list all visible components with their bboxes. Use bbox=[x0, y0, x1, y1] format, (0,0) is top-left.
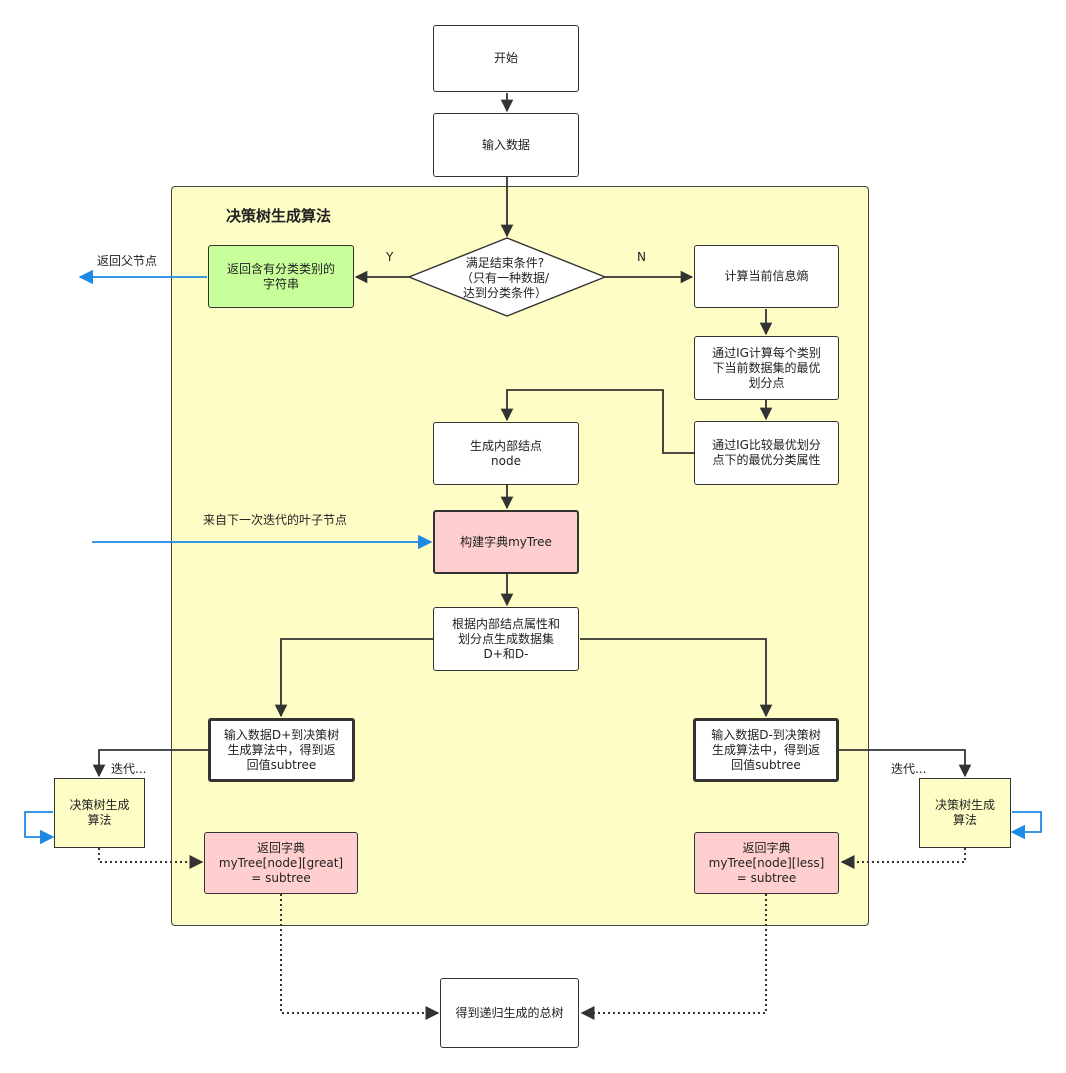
decision-node-text: 满足结束条件? （只有一种数据/ 达到分类条件） bbox=[460, 255, 550, 300]
input-data-node: 输入数据 bbox=[433, 113, 579, 177]
iterate-right-label: 迭代... bbox=[891, 762, 927, 776]
left-return-node: 返回字典 myTree[node][great] = subtree bbox=[204, 832, 358, 894]
left-algo-node: 决策树生成 算法 bbox=[54, 778, 145, 848]
from-next-leaf-label: 来自下一次迭代的叶子节点 bbox=[203, 513, 348, 527]
iterate-left-label: 迭代... bbox=[111, 762, 147, 776]
no-label: N bbox=[637, 250, 646, 264]
container-title: 决策树生成算法 bbox=[226, 207, 332, 225]
return-leaf-node: 返回含有分类类别的 字符串 bbox=[208, 245, 354, 308]
left-input-node: 输入数据D+到决策树 生成算法中，得到返 回值subtree bbox=[208, 718, 355, 782]
return-parent-label: 返回父节点 bbox=[97, 254, 158, 268]
best-attr-node: 通过IG比较最优划分 点下的最优分类属性 bbox=[694, 421, 839, 485]
final-tree-node: 得到递归生成的总树 bbox=[440, 978, 579, 1048]
right-return-node: 返回字典 myTree[node][less] = subtree bbox=[694, 832, 839, 894]
blue-loop-left bbox=[24, 811, 55, 845]
start-node: 开始 bbox=[433, 25, 579, 92]
calc-entropy-node: 计算当前信息熵 bbox=[694, 245, 839, 308]
yes-label: Y bbox=[386, 250, 394, 264]
right-input-node: 输入数据D-到决策树 生成算法中，得到返 回值subtree bbox=[693, 718, 839, 782]
best-split-node: 通过IG计算每个类别 下当前数据集的最优 划分点 bbox=[694, 336, 839, 400]
right-algo-node: 决策树生成 算法 bbox=[919, 778, 1011, 848]
gen-sets-node: 根据内部结点属性和 划分点生成数据集 D+和D- bbox=[433, 607, 579, 671]
build-dict-node: 构建字典myTree bbox=[433, 510, 579, 574]
blue-loop-right bbox=[1010, 811, 1042, 840]
internal-node: 生成内部结点 node bbox=[433, 422, 579, 485]
